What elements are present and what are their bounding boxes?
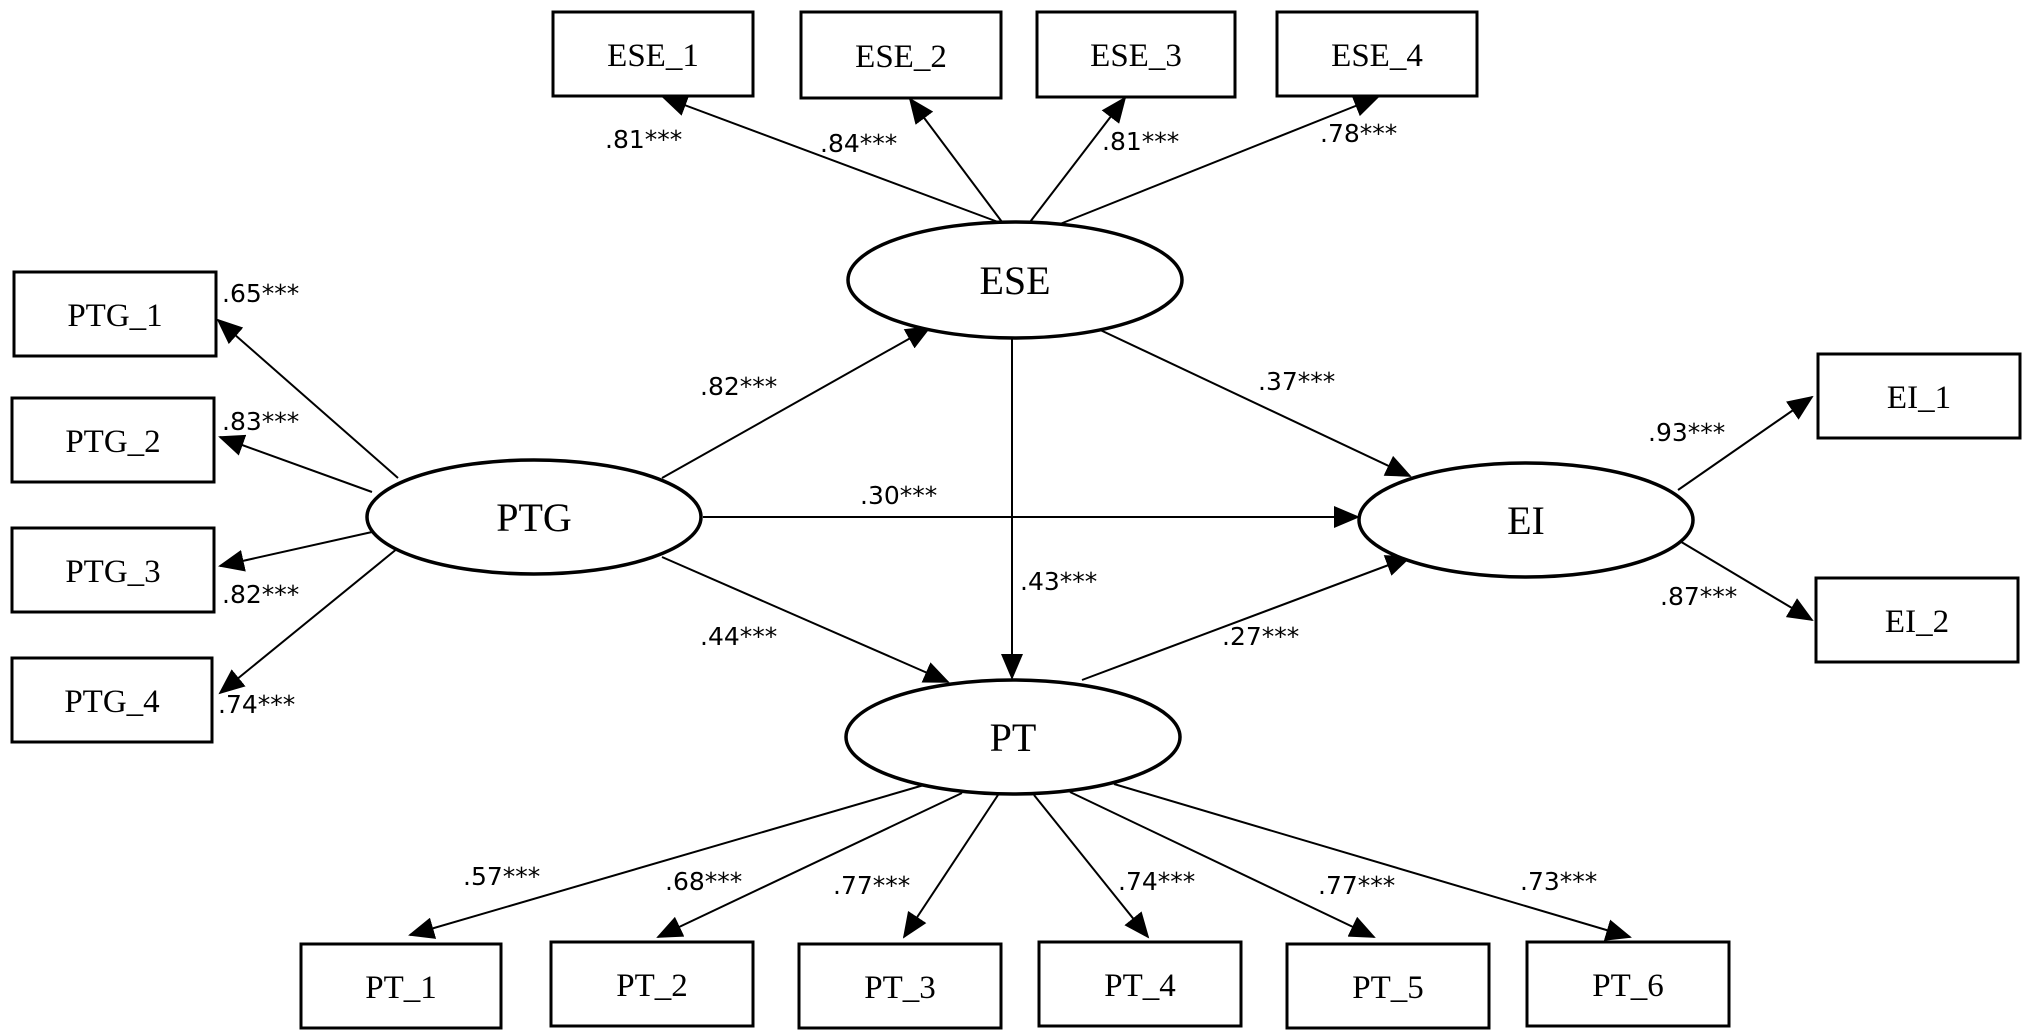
loading-ptg-4: .74*** [218,690,295,719]
indicator-pt-6: PT_6 [1525,940,1731,1028]
latents: ESE PTG EI PT [365,220,1695,796]
indicator-ei-2-label: EI_2 [1885,604,1949,640]
edge-pt-to-pt-4 [1033,794,1150,939]
latent-pt: PT [844,678,1182,796]
loading-ei-1: .93*** [1648,418,1725,447]
loading-pt-6: .73*** [1520,867,1597,896]
indicator-ese-3: ESE_3 [1035,10,1237,99]
indicators: ESE_1 ESE_2 ESE_3 ESE_4 PTG_1 PTG_2 PTG_… [10,10,2022,1030]
indicator-ptg-1-label: PTG_1 [67,298,162,334]
edge-ese-to-ese-4 [1059,95,1380,225]
indicator-ptg-3-label: PTG_3 [65,554,160,590]
loading-ptg-2: .83*** [222,407,299,436]
edges [216,95,1814,941]
edge-pt-to-pt-5 [1069,791,1376,938]
loading-ese-3: .81*** [1102,127,1179,156]
coefficients: .81*** .84*** .81*** .78*** .65*** .83**… [218,119,1737,900]
indicator-pt-3: PT_3 [797,942,1003,1030]
path-ese-ei: .37*** [1258,367,1335,396]
indicator-ese-2: ESE_2 [799,10,1003,100]
path-ptg-ei: .30*** [860,481,937,510]
latent-ese-label: ESE [979,258,1050,303]
edge-ei-to-ei-2 [1677,539,1814,622]
indicator-pt-5: PT_5 [1285,942,1491,1030]
loading-pt-2: .68*** [665,867,742,896]
edge-ptg-to-ptg-2 [218,434,373,493]
indicator-ese-4: ESE_4 [1275,10,1479,98]
indicator-ese-1-label: ESE_1 [607,38,699,74]
indicator-ei-1: EI_1 [1816,352,2022,440]
loading-ei-2: .87*** [1660,582,1737,611]
latent-ese: ESE [846,220,1184,340]
path-ptg-pt: .44*** [700,622,777,651]
indicator-pt-1: PT_1 [299,942,503,1030]
latent-ei-label: EI [1507,498,1545,543]
indicator-pt-1-label: PT_1 [365,970,437,1006]
indicator-ptg-2: PTG_2 [10,396,216,484]
edge-ese-to-ese-1 [661,95,999,223]
indicator-ptg-1: PTG_1 [12,270,218,358]
indicator-ese-4-label: ESE_4 [1331,38,1423,74]
indicator-ptg-2-label: PTG_2 [65,424,160,460]
edge-ptg-to-ptg-1 [216,318,399,479]
loading-ese-2: .84*** [820,129,897,158]
latent-ei: EI [1357,461,1695,579]
indicator-ptg-4: PTG_4 [10,656,214,744]
edge-pt-to-pt-2 [656,792,963,938]
loading-ptg-3: .82*** [222,580,299,609]
loading-ese-1: .81*** [605,125,682,154]
latent-pt-label: PT [990,715,1037,760]
loading-pt-1: .57*** [463,862,540,891]
edge-ptg-to-ptg-4 [218,547,399,695]
edge-ese-to-ese-2 [908,97,1003,223]
path-ese-pt: .43*** [1020,567,1097,596]
indicator-ptg-4-label: PTG_4 [64,684,159,720]
loading-ptg-1: .65*** [222,279,299,308]
edge-pt-to-pt-1 [408,784,925,939]
latent-ptg: PTG [365,458,703,576]
edge-ese-to-ese-3 [1029,96,1127,223]
edge-pt-to-ei [1081,555,1412,681]
edge-ei-to-ei-1 [1677,395,1814,491]
indicator-ese-3-label: ESE_3 [1090,38,1182,74]
indicator-pt-2-label: PT_2 [616,968,688,1004]
edge-ese-to-ei [1095,327,1412,477]
latent-ptg-label: PTG [496,495,572,540]
edge-ptg-to-pt [661,556,950,683]
edge-ptg-to-ptg-3 [218,531,373,572]
indicator-pt-6-label: PT_6 [1592,968,1664,1004]
edge-pt-to-pt-6 [1113,783,1632,941]
loading-ese-4: .78*** [1320,119,1397,148]
indicator-ei-2: EI_2 [1814,576,2020,664]
edge-ptg-to-ese [661,326,932,479]
indicator-pt-2: PT_2 [549,940,755,1028]
indicator-pt-4-label: PT_4 [1104,968,1176,1004]
indicator-ese-1: ESE_1 [551,10,755,98]
edge-pt-to-pt-3 [902,794,999,939]
indicator-ei-1-label: EI_1 [1887,380,1951,416]
indicator-ese-2-label: ESE_2 [855,39,947,75]
path-pt-ei: .27*** [1222,622,1299,651]
indicator-pt-5-label: PT_5 [1352,970,1424,1006]
loading-pt-3: .77*** [833,871,910,900]
loading-pt-5: .77*** [1318,871,1395,900]
indicator-ptg-3: PTG_3 [10,526,216,614]
loading-pt-4: .74*** [1118,867,1195,896]
indicator-pt-3-label: PT_3 [864,970,936,1006]
indicator-pt-4: PT_4 [1037,940,1243,1028]
path-ptg-ese: .82*** [700,372,777,401]
